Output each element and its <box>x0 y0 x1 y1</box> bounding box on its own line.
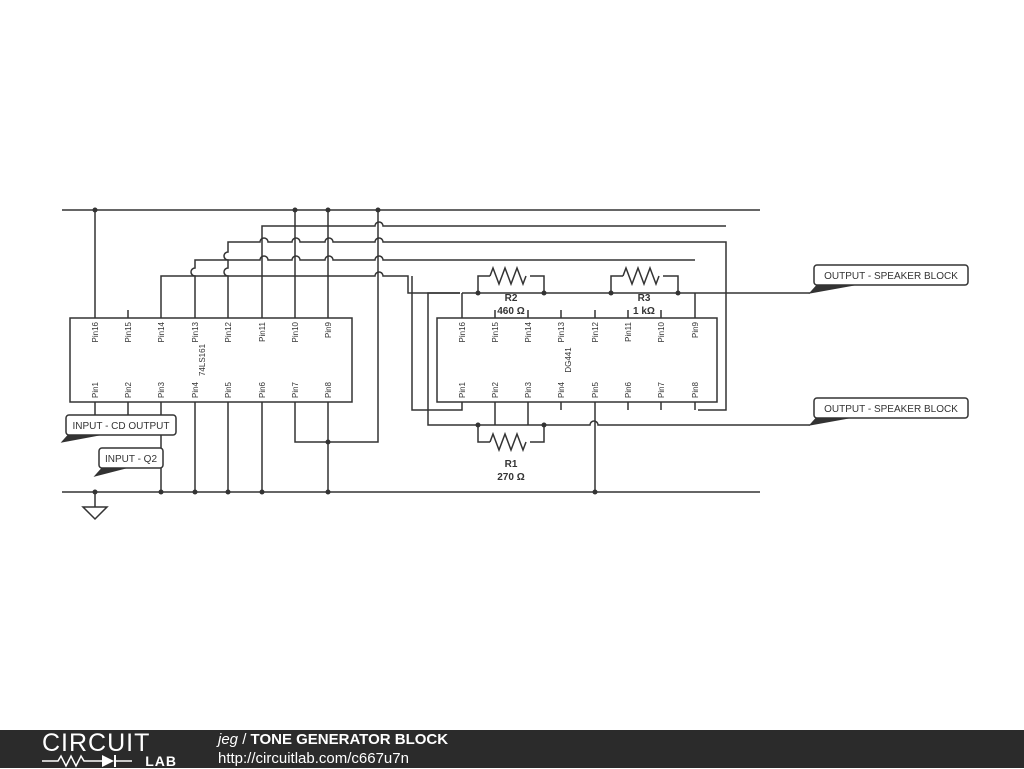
resistor-r3 <box>622 265 660 287</box>
pin-label: Pin5 <box>591 381 600 398</box>
pin-label: Pin16 <box>458 321 467 342</box>
chip-74ls161-name: 74LS161 <box>198 343 207 376</box>
pin-label: Pin15 <box>491 321 500 342</box>
flag-label: OUTPUT - SPEAKER BLOCK <box>824 404 958 415</box>
pin-label: Pin5 <box>224 381 233 398</box>
logo-text-circuit: CIRCUIT <box>42 729 151 757</box>
pin-label: Pin1 <box>91 381 100 398</box>
resistor-r2-name: R2 <box>505 293 518 304</box>
schematic-url-link[interactable]: http://circuitlab.com/c667u7n <box>218 750 409 767</box>
logo-bottom-row: LAB <box>42 753 177 769</box>
resistor-r2-value: 460 Ω <box>497 306 524 317</box>
pin-label: Pin10 <box>291 321 300 342</box>
resistor-zigzags <box>489 265 660 453</box>
resistor-labels: R2 460 Ω R3 1 kΩ R1 270 Ω <box>497 293 655 483</box>
pin-label: Pin12 <box>224 321 233 342</box>
resistor-r1 <box>489 431 527 453</box>
pin-label: Pin12 <box>591 321 600 342</box>
pin-label: Pin16 <box>91 321 100 342</box>
junction-dots <box>92 207 681 495</box>
chip-dg441: DG441 Pin16 Pin15 Pin14 Pin13 Pin12 Pin1… <box>436 317 718 403</box>
pin-label: Pin1 <box>458 381 467 398</box>
chip-dg441-name: DG441 <box>564 347 573 373</box>
pin-label: Pin7 <box>657 381 666 398</box>
author-link[interactable]: jeg <box>218 731 239 748</box>
circuit-schematic: 74LS161 Pin16 Pin15 Pin14 Pin13 Pin12 Pi… <box>60 207 969 521</box>
flag-label: OUTPUT - SPEAKER BLOCK <box>824 271 958 282</box>
pin-label: Pin15 <box>124 321 133 342</box>
pin-label: Pin13 <box>557 321 566 342</box>
chip-dg441-top-pins: Pin16 Pin15 Pin14 Pin13 Pin12 Pin11 Pin1… <box>458 321 700 342</box>
pin-label: Pin4 <box>557 381 566 398</box>
pin-label: Pin11 <box>624 321 633 341</box>
pin-label: Pin8 <box>691 381 700 398</box>
pin-label: Pin6 <box>624 381 633 398</box>
pin-label: Pin8 <box>324 381 333 398</box>
pin-label: Pin10 <box>657 321 666 342</box>
resistor-r2 <box>489 265 527 287</box>
pin-label: Pin2 <box>124 381 133 398</box>
chip-74ls161: 74LS161 Pin16 Pin15 Pin14 Pin13 Pin12 Pi… <box>69 317 353 403</box>
wires <box>62 209 810 521</box>
pin-label: Pin14 <box>524 321 533 342</box>
schematic-title-line: jeg / TONE GENERATOR BLOCK <box>218 731 448 748</box>
flag-label: INPUT - Q2 <box>105 454 157 465</box>
pin-label: Pin4 <box>191 381 200 398</box>
resistor-r3-value: 1 kΩ <box>633 306 655 317</box>
pin-label: Pin13 <box>191 321 200 342</box>
pin-label: Pin9 <box>324 321 333 338</box>
pin-label: Pin7 <box>291 381 300 398</box>
footer-bar: CIRCUIT LAB jeg / TONE GENERATOR BLOCK h… <box>0 729 1024 769</box>
resistor-r3-name: R3 <box>638 293 651 304</box>
chip-74ls161-top-pins: Pin16 Pin15 Pin14 Pin13 Pin12 Pin11 Pin1… <box>91 321 333 342</box>
pin-label: Pin3 <box>157 381 166 398</box>
pin-label: Pin6 <box>258 381 267 398</box>
pin-label: Pin11 <box>258 321 267 341</box>
net-flag-output-speaker-top: OUTPUT - SPEAKER BLOCK <box>808 264 969 294</box>
resistor-r1-value: 270 Ω <box>497 472 524 483</box>
title-separator: / <box>242 731 247 748</box>
circuitlab-logo[interactable]: CIRCUIT LAB <box>42 729 176 769</box>
net-flag-input-cd-output: INPUT - CD OUTPUT <box>60 414 177 443</box>
chip-74ls161-bottom-pins: Pin1 Pin2 Pin3 Pin4 Pin5 Pin6 Pin7 Pin8 <box>91 381 333 398</box>
net-flag-output-speaker-bottom: OUTPUT - SPEAKER BLOCK <box>808 397 969 426</box>
resistor-diode-icon <box>42 754 132 768</box>
resistor-r1-name: R1 <box>505 459 518 470</box>
schematic-title: TONE GENERATOR BLOCK <box>250 731 449 748</box>
pin-label: Pin9 <box>691 321 700 338</box>
flag-label: INPUT - CD OUTPUT <box>72 421 169 432</box>
chip-dg441-bottom-pins: Pin1 Pin2 Pin3 Pin4 Pin5 Pin6 Pin7 Pin8 <box>458 381 700 398</box>
net-flag-input-q2: INPUT - Q2 <box>93 447 164 477</box>
logo-text-lab: LAB <box>145 753 177 769</box>
pin-label: Pin2 <box>491 381 500 398</box>
pin-label: Pin14 <box>157 321 166 342</box>
pin-label: Pin3 <box>524 381 533 398</box>
